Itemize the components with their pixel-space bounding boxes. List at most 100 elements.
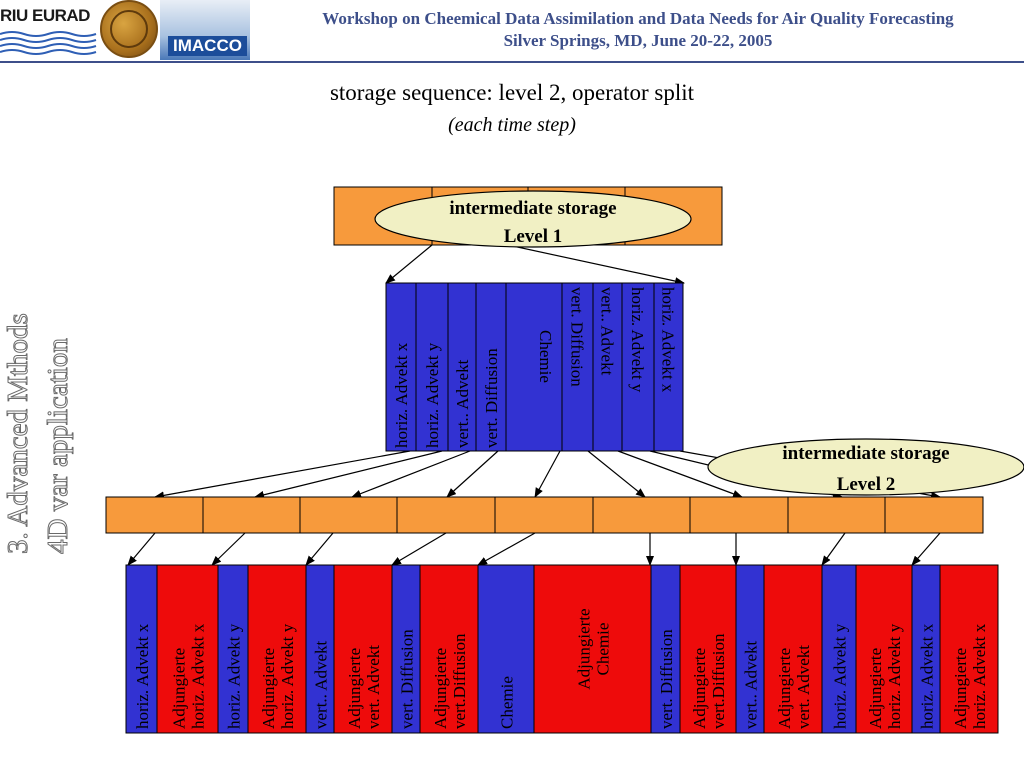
slide-subtitle: (each time step) xyxy=(448,114,576,136)
middle-step-box: horiz. Advekt x xyxy=(653,282,684,452)
middle-step-rect xyxy=(621,282,655,452)
level2-storage-cell xyxy=(787,496,886,534)
bottom-step-label: Adjungierte xyxy=(690,648,709,729)
bottom-step-box: horiz. Advekt y xyxy=(821,564,857,734)
bottom-step-label: vert.. Advekt xyxy=(741,640,760,729)
middle-step-label: Chemie xyxy=(536,330,555,383)
bottom-step-label: Adjungierte xyxy=(951,648,970,729)
forward-step-rect xyxy=(735,564,765,734)
middle-step-label: vert.. Advekt xyxy=(598,287,617,376)
forward-step-rect xyxy=(391,564,421,734)
level2-storage-cell xyxy=(105,496,204,534)
forward-step-rect xyxy=(911,564,941,734)
bottom-step-label: vert.. Advekt xyxy=(311,640,330,729)
flow-arrow xyxy=(507,244,685,286)
level1-label-line2: Level 1 xyxy=(504,226,563,247)
bottom-step-label: vert. Diffusion xyxy=(397,629,416,729)
flow-arrow xyxy=(821,532,846,566)
bottom-step-label: vert. Advekt xyxy=(364,645,383,729)
middle-step-label: vert.. Advekt xyxy=(453,359,472,448)
adjoint-step-rect xyxy=(156,564,219,734)
flow-arrow xyxy=(154,450,411,500)
forward-step-rect xyxy=(217,564,249,734)
flow-arrow xyxy=(911,532,941,566)
adjoint-step-rect xyxy=(679,564,737,734)
flow-arrow xyxy=(351,450,471,498)
riu-eurad-logo: RIU EURAD xyxy=(0,0,100,58)
forward-step-rect xyxy=(305,564,335,734)
middle-step-label: horiz. Advekt y xyxy=(423,342,442,448)
flow-arrow xyxy=(211,532,246,566)
middle-step-label: vert. Diffusion xyxy=(568,287,587,387)
middle-step-rect xyxy=(653,282,684,452)
middle-step-label: vert. Diffusion xyxy=(482,348,501,448)
bottom-step-label: horiz. Advekt x xyxy=(133,623,152,729)
flow-arrow xyxy=(534,450,561,498)
flow-arrow xyxy=(127,532,156,566)
middle-step-box: vert.. Advekt xyxy=(447,282,477,452)
flow-arrow xyxy=(587,450,646,498)
flow-arrow xyxy=(391,532,447,566)
level2-storage-cell xyxy=(396,496,496,534)
bottom-step-label: horiz. Advekt x xyxy=(970,623,989,729)
middle-step-label: horiz. Advekt x xyxy=(659,287,678,393)
middle-step-box: vert.. Advekt xyxy=(592,282,623,452)
bottom-step-label: horiz. Advekt y xyxy=(224,623,243,729)
flow-arrow xyxy=(254,450,443,499)
bottom-step-label: vert. Advekt xyxy=(794,645,813,729)
middle-step-box: horiz. Advekt y xyxy=(621,282,655,452)
bottom-step-label: horiz. Advekt x xyxy=(188,623,207,729)
level2-storage-cell xyxy=(592,496,691,534)
level1-storage-label: intermediate storage Level 1 xyxy=(374,190,692,248)
bottom-step-box: vert. Diffusion xyxy=(650,564,681,734)
flow-arrow xyxy=(446,450,499,498)
middle-step-box: horiz. Advekt x xyxy=(385,282,417,452)
bottom-step-box: horiz. Advekt x xyxy=(125,564,158,734)
middle-step-rect xyxy=(385,282,417,452)
middle-step-rect xyxy=(505,282,563,452)
bottom-step-label: horiz. Advekt x xyxy=(917,623,936,729)
bottom-step-label: Adjungierte xyxy=(574,608,593,689)
header-divider xyxy=(0,61,1024,63)
middle-step-rect xyxy=(447,282,477,452)
flow-arrow xyxy=(305,532,334,566)
middle-step-rect xyxy=(561,282,594,452)
bottom-step-box: vert.. Advekt xyxy=(305,564,335,734)
level2-storage-cell xyxy=(202,496,301,534)
bottom-step-label: Chemie xyxy=(497,676,516,729)
middle-step-box: Chemie xyxy=(505,282,563,452)
level2-storage-cell xyxy=(494,496,594,534)
bottom-step-label: horiz. Advekt y xyxy=(278,623,297,729)
riu-eurad-logo-text: RIU EURAD xyxy=(0,6,90,25)
middle-step-rect xyxy=(592,282,623,452)
bottom-step-label: vert. Diffusion xyxy=(657,629,676,729)
forward-step-rect xyxy=(650,564,681,734)
bottom-step-label: Adjungierte xyxy=(259,648,278,729)
forward-step-rect xyxy=(821,564,857,734)
university-seal-icon xyxy=(100,0,158,58)
bottom-step-box: vert. Diffusion xyxy=(391,564,421,734)
middle-step-box: vert. Diffusion xyxy=(561,282,594,452)
bottom-step-label: Chemie xyxy=(593,623,612,676)
wave-lines-icon xyxy=(0,31,97,55)
forward-step-rect xyxy=(477,564,535,734)
header-title-line2: Silver Springs, MD, June 20-22, 2005 xyxy=(503,31,773,50)
adjoint-step-rect xyxy=(333,564,393,734)
bottom-step-label: vert.Diffusion xyxy=(709,633,728,729)
level2-storage-cell xyxy=(299,496,398,534)
bottom-step-label: vert.Diffusion xyxy=(450,633,469,729)
flow-arrow xyxy=(385,244,433,284)
level2-label-line2: Level 2 xyxy=(837,474,896,495)
imacco-logo-text: IMACCO xyxy=(168,36,247,56)
bottom-step-box: vert.. Advekt xyxy=(735,564,765,734)
bottom-step-label: horiz. Advekt y xyxy=(885,623,904,729)
adjoint-step-rect xyxy=(247,564,307,734)
bottom-step-label: Adjungierte xyxy=(431,648,450,729)
